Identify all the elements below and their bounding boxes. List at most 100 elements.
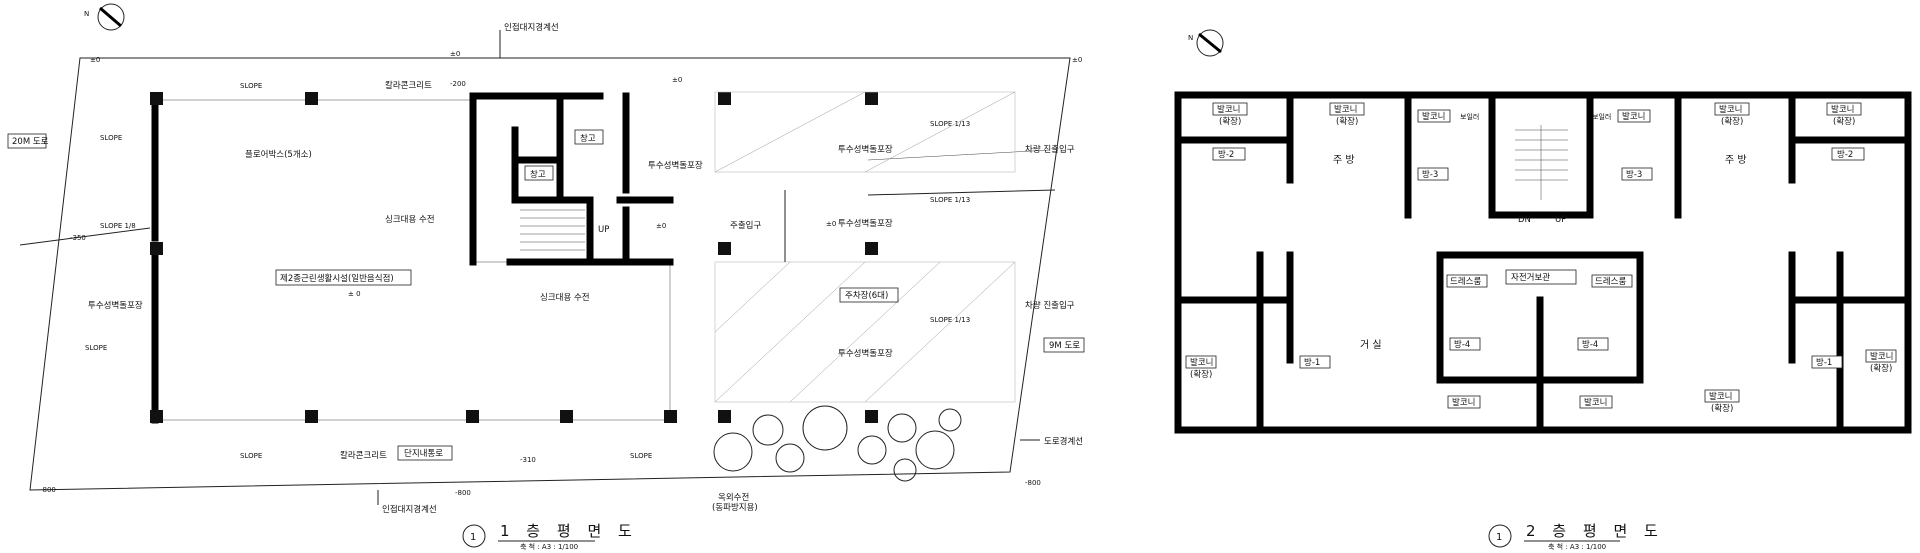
stairs-up-label: UP: [598, 225, 609, 235]
slope-label: SLOPE 1/13: [930, 120, 970, 128]
restaurant-walls: [151, 92, 674, 424]
room-2-label: 방-2: [1218, 149, 1234, 160]
storage-label-2: 창고: [530, 170, 546, 180]
balcony-ext-label: (확장): [1336, 116, 1358, 127]
slope-label: SLOPE: [240, 452, 262, 460]
room-2-label: 방-2: [1837, 149, 1853, 160]
level-mark: -310: [520, 456, 536, 464]
paving-label: 투수성벽돌포장: [838, 218, 893, 229]
plan2-scale: 축 척 : A3 : 1/100: [1548, 542, 1606, 551]
sink-water-label-1: 싱크대용 수전: [385, 214, 435, 225]
plan-first-floor: N ±0 ±0 ±0 -800 -800 -800 -350 -200 -310…: [7, 3, 1085, 551]
balcony-label: 발코니: [1217, 104, 1240, 115]
dressroom-label: 드레스룸: [1595, 277, 1626, 287]
level-mark: -350: [70, 234, 86, 242]
room-3-label: 방-3: [1422, 169, 1438, 180]
boiler-label: 보일러: [1592, 112, 1611, 121]
slope-label: SLOPE 1/8: [100, 222, 136, 230]
slope-label: SLOPE 1/13: [930, 196, 970, 204]
level-mark: -800: [455, 489, 471, 497]
balcony-label: 발코니: [1870, 351, 1893, 362]
slope-label: SLOPE: [630, 452, 652, 460]
dressroom-label: 드레스룸: [1450, 277, 1481, 287]
paving-label: 투수성벽돌포장: [838, 144, 893, 155]
slope-label: SLOPE: [85, 344, 107, 352]
north-arrow-icon: N: [84, 3, 125, 31]
level-mark: ±0: [1072, 56, 1082, 64]
plan-second-floor: N: [1174, 29, 1912, 551]
bike-storage-label: 자전거보관: [1511, 272, 1550, 283]
outdoor-water-label: 옥외수전: [718, 492, 749, 503]
outdoor-water-note: (동파방지용): [712, 502, 758, 513]
balcony-ext-label: (확장): [1190, 369, 1212, 380]
balcony-label: 발코니: [1719, 104, 1742, 115]
plan1-title: 1 층 평 면 도: [500, 522, 638, 540]
level-mark: ±0: [90, 56, 100, 64]
balcony-label: 발코니: [1452, 397, 1475, 408]
sink-water-label-2: 싱크대용 수전: [540, 292, 590, 303]
road-9m-label: 9M 도로: [1049, 341, 1080, 351]
apartment-walls: [1174, 91, 1912, 434]
structural-columns: [150, 92, 878, 423]
balcony-ext-label: (확장): [1219, 116, 1241, 127]
paving-label: 투수성벽돌포장: [838, 348, 893, 359]
plan1-number: 1: [470, 532, 476, 543]
complex-road-label: 단지내통로: [404, 448, 443, 459]
level-mark: -800: [1025, 479, 1041, 487]
room-1-label: 방-1: [1816, 357, 1832, 368]
flower-box-label: 플로어박스(5개소): [245, 149, 312, 160]
storage-label-1: 창고: [580, 134, 596, 144]
parking-area: [714, 91, 1016, 403]
north-arrow-icon: N: [1188, 29, 1224, 57]
site-boundary: [29, 57, 1071, 491]
svg-text:N: N: [84, 10, 89, 18]
room-4-label: 방-4: [1454, 339, 1470, 350]
balcony-ext-label: (확장): [1833, 116, 1855, 127]
level-mark: ±0: [672, 76, 682, 84]
boundary-label-top: 인접대지경계선: [504, 22, 559, 33]
colored-concrete-label-top: 칼라콘크리트: [385, 81, 432, 91]
level-mark: ± 0: [348, 290, 361, 298]
level-mark: ±0: [656, 222, 666, 230]
facility-label: 제2종근린생활시설(일반음식점): [280, 273, 394, 284]
room-1-label: 방-1: [1304, 357, 1320, 368]
plan2-number: 1: [1496, 532, 1502, 543]
stairs-up-label: UP: [1555, 215, 1566, 225]
room-4-label: 방-4: [1582, 339, 1598, 350]
slope-label: SLOPE: [240, 82, 262, 90]
road-20m-label: 20M 도로: [12, 137, 49, 147]
colored-concrete-label-bottom: 칼라콘크리트: [340, 451, 387, 461]
paving-label: 투수성벽돌포장: [88, 300, 143, 311]
balcony-label: 발코니: [1622, 111, 1645, 122]
slope-label: SLOPE: [100, 134, 122, 142]
plan1-scale: 축 척 : A3 : 1/100: [520, 542, 578, 551]
landscape-trees: [713, 405, 962, 482]
balcony-label: 발코니: [1334, 104, 1357, 115]
slope-label: SLOPE 1/13: [930, 316, 970, 324]
balcony-ext-label: (확장): [1721, 116, 1743, 127]
level-mark: ±0: [826, 220, 836, 228]
stairs-down-label: DN: [1518, 215, 1531, 225]
stairs-1f: UP: [520, 209, 609, 251]
car-entrance-label-1: 차량 진출입구: [1025, 144, 1075, 155]
balcony-label: 발코니: [1709, 391, 1732, 402]
svg-text:N: N: [1188, 34, 1193, 42]
balcony-label: 발코니: [1584, 397, 1607, 408]
balcony-label: 발코니: [1190, 357, 1213, 368]
level-mark: ±0: [450, 50, 460, 58]
paving-label: 투수성벽돌포장: [648, 160, 703, 171]
living-room-label: 거 실: [1360, 339, 1382, 351]
balcony-ext-label: (확장): [1711, 403, 1733, 414]
parking-label: 주차장(6대): [845, 290, 888, 301]
kitchen-label: 주 방: [1725, 154, 1747, 166]
room-3-label: 방-3: [1626, 169, 1642, 180]
boiler-label: 보일러: [1460, 112, 1479, 121]
stairs-2f: DN UP: [1515, 125, 1568, 225]
level-mark: -800: [40, 486, 56, 494]
kitchen-label: 주 방: [1333, 154, 1355, 166]
road-boundary-label: 도로경계선: [1044, 436, 1083, 447]
main-entrance-label: 주출입구: [730, 220, 761, 231]
balcony-ext-label: (확장): [1870, 363, 1892, 374]
balcony-label: 발코니: [1422, 111, 1445, 122]
